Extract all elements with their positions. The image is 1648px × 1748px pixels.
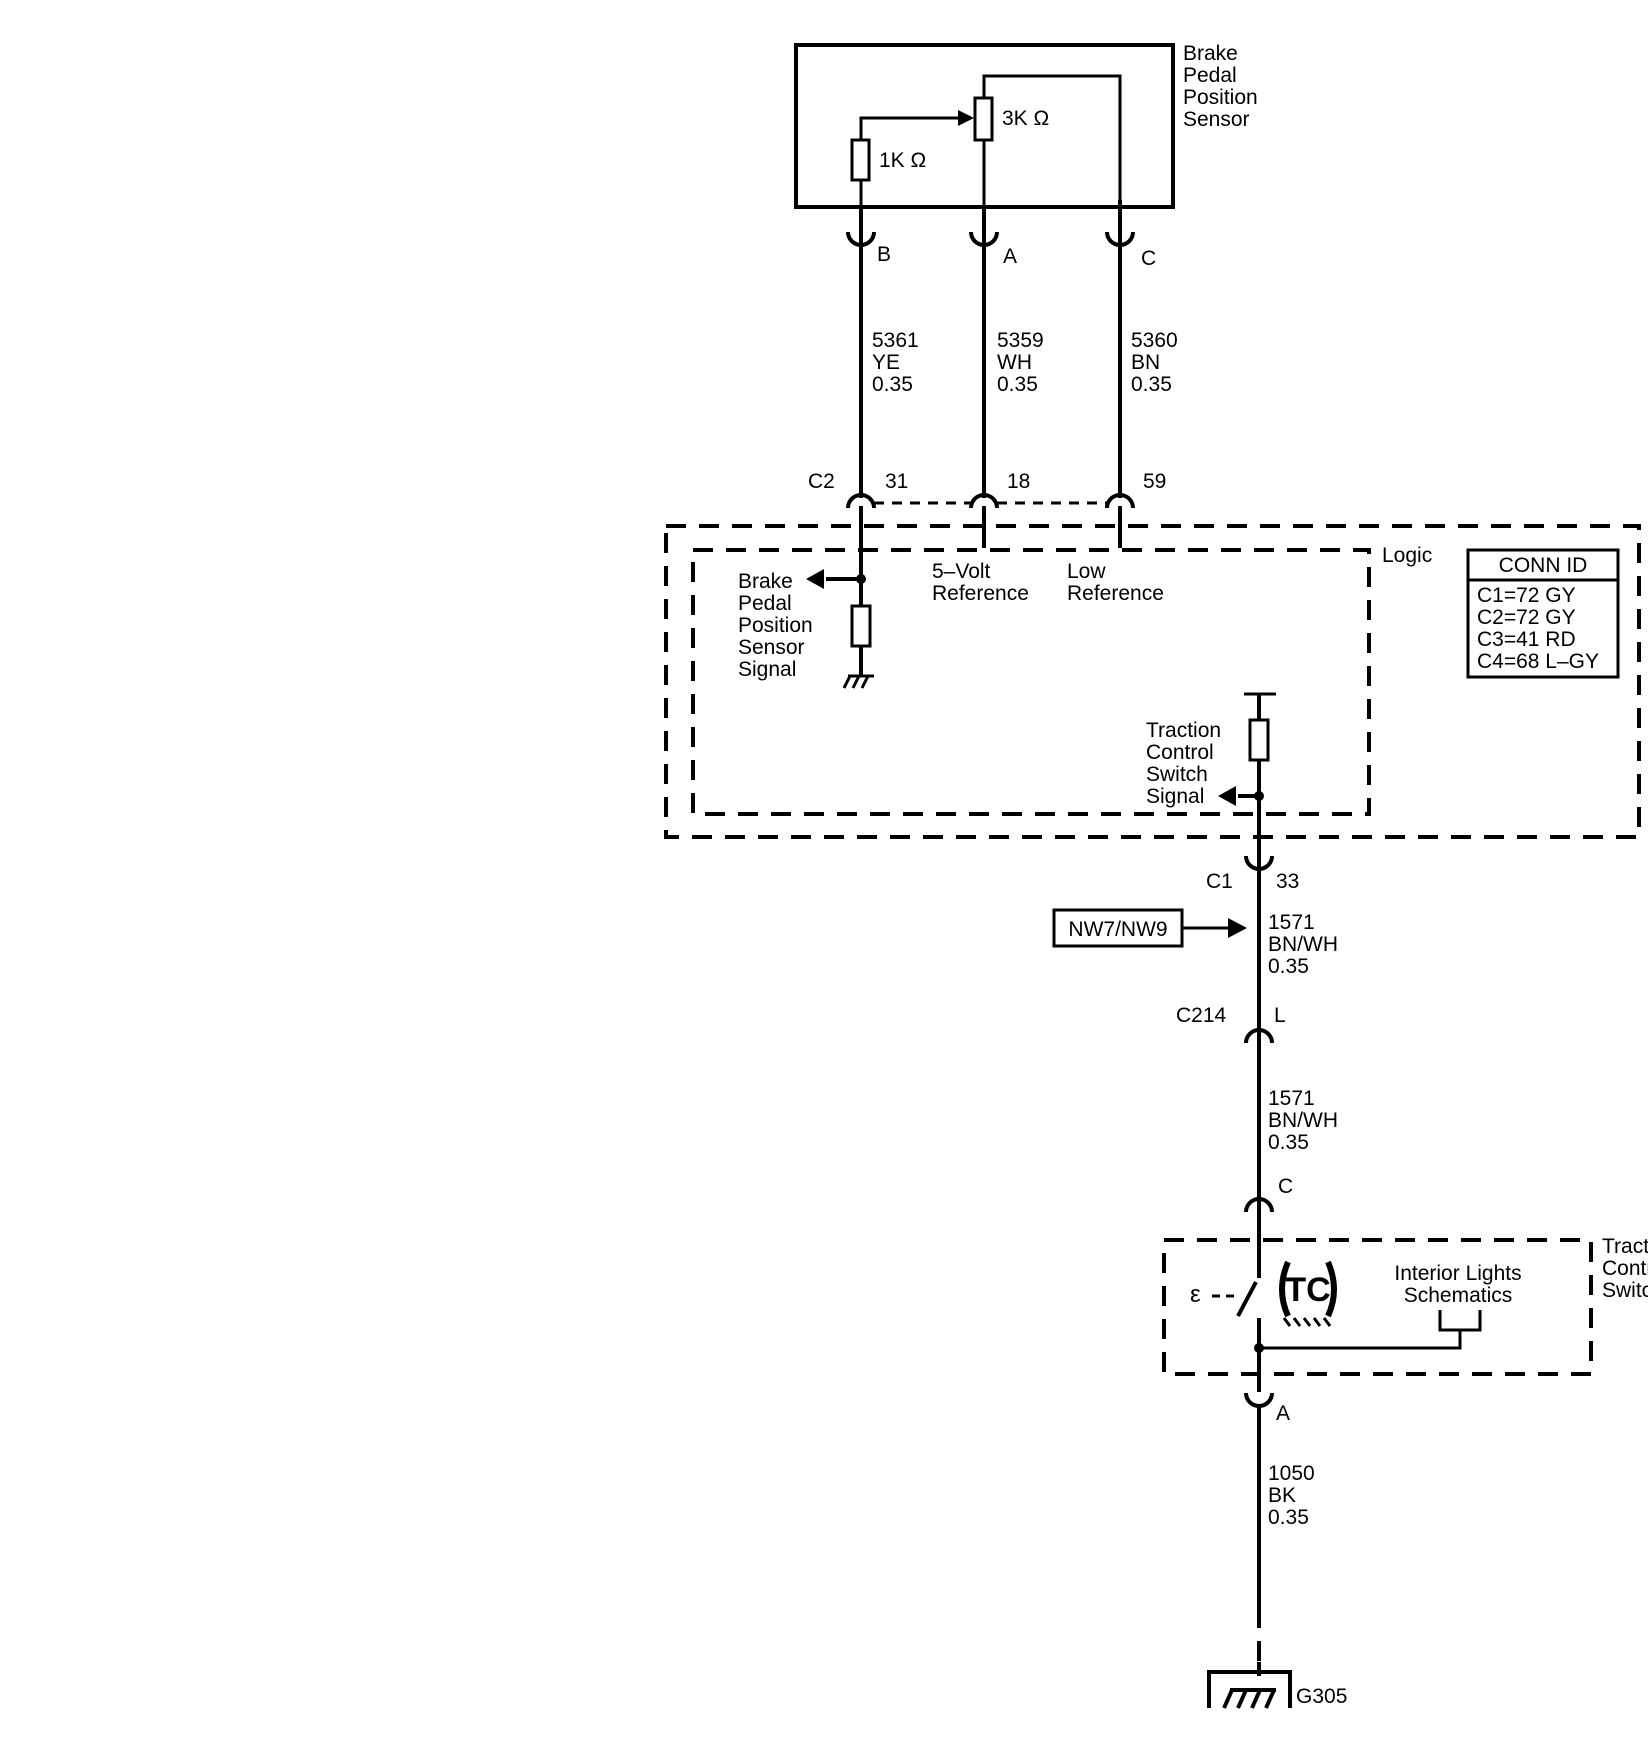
tcs-signal-line-2: Control	[1146, 741, 1214, 764]
wire-1571-b-circuit: 1571	[1268, 1087, 1315, 1110]
module-outline	[664, 524, 1641, 839]
conn-id-row-4: C4=68 L–GY	[1477, 650, 1599, 673]
wire-5360-size: 0.35	[1131, 373, 1172, 396]
low-ref-line-1: Low	[1067, 560, 1106, 583]
switch-pin-c: C	[1278, 1175, 1293, 1198]
pin-b-label: B	[877, 243, 891, 266]
wire-5359-size: 0.35	[997, 373, 1038, 396]
tc-icon: TC	[1279, 1260, 1337, 1327]
pulldown-resistor	[850, 604, 872, 648]
tc-icon-text: TC	[1285, 1271, 1330, 1309]
ref-5v-line-2: Reference	[932, 582, 1029, 605]
pin-a-label: A	[1003, 245, 1017, 268]
sensor-internal-wiring	[859, 74, 1122, 210]
interior-lights-line-2: Schematics	[1404, 1284, 1513, 1307]
option-box-label: NW7/NW9	[1068, 918, 1167, 941]
bpps-signal-line-1: Brake	[738, 570, 793, 593]
wire-1050-label: 1050 BK 0.35	[1268, 1462, 1315, 1529]
interior-lights-ref-bracket	[1438, 1310, 1482, 1332]
conn-id-table: CONN ID C1=72 GY C2=72 GY C3=41 RD C4=68…	[1466, 548, 1620, 679]
wire-5360-label: 5360 BN 0.35	[1131, 329, 1178, 396]
conn-id-row-3: C3=41 RD	[1477, 628, 1576, 651]
wire-5361-color: YE	[872, 351, 900, 374]
low-ref-line-2: Reference	[1067, 582, 1164, 605]
bpps-signal-line-4: Sensor	[738, 636, 805, 659]
sensor-name-line-3: Position	[1183, 86, 1258, 109]
wire-5361-size: 0.35	[872, 373, 913, 396]
connector-c2: C2 31 18 59	[808, 470, 1166, 530]
c2-pin-31: 31	[885, 470, 908, 493]
switch-name-line-1: Tract	[1602, 1235, 1648, 1258]
sensor-wires: 5361 YE 0.35 5359 WH 0.35 5360 BN 0.35	[859, 244, 1178, 498]
wire-1571-upper-label: 1571 BN/WH 0.35	[1268, 911, 1338, 978]
wire-5359-color: WH	[997, 351, 1032, 374]
wire-5360-color: BN	[1131, 351, 1160, 374]
switch-pin-a: A	[1276, 1402, 1290, 1425]
tcs-signal-line-4: Signal	[1146, 785, 1204, 808]
wire-1571-b-size: 0.35	[1268, 1131, 1309, 1154]
c214-pin-l: L	[1274, 1004, 1286, 1027]
c2-pin-59: 59	[1143, 470, 1166, 493]
pin-c-label: C	[1141, 247, 1156, 270]
wire-5359-label: 5359 WH 0.35	[997, 329, 1044, 396]
connector-c1: C1 33	[1206, 855, 1299, 893]
sensor-name-line-1: Brake	[1183, 42, 1238, 65]
conn-id-title: CONN ID	[1499, 554, 1588, 577]
wire-1050-size: 0.35	[1268, 1506, 1309, 1529]
tcs-signal-line-3: Switch	[1146, 763, 1208, 786]
wire-1571-lower-label: 1571 BN/WH 0.35	[1268, 1087, 1338, 1154]
resistor-3k-label: 3K Ω	[1002, 107, 1049, 130]
resistor-1k	[850, 138, 871, 182]
connector-c214-label: C214	[1176, 1004, 1227, 1027]
ref-5v-line-1: 5–Volt	[932, 560, 991, 583]
wire-5359-circuit: 5359	[997, 329, 1044, 352]
logic-ground-icon	[842, 674, 874, 689]
connector-c214: C214 L	[1176, 1004, 1286, 1052]
bpps-signal-line-3: Position	[738, 614, 813, 637]
wire-5360-circuit: 5360	[1131, 329, 1178, 352]
wire-1050-circuit: 1050	[1268, 1462, 1315, 1485]
ground-g305-icon	[1207, 1662, 1292, 1709]
wire-5361-label: 5361 YE 0.35	[872, 329, 919, 396]
resistor-3k	[973, 96, 994, 142]
resistor-1k-label: 1K Ω	[879, 149, 926, 172]
wire-1050-color: BK	[1268, 1484, 1296, 1507]
ground-g305-label: G305	[1296, 1685, 1347, 1708]
traction-control-switch: C Tract Contr Switc ε TC Interior Lights…	[1162, 1175, 1648, 1425]
c1-pin-33: 33	[1276, 870, 1299, 893]
pullup-resistor	[1248, 718, 1270, 762]
c2-pin-18: 18	[1007, 470, 1030, 493]
sensor-name-line-2: Pedal	[1183, 64, 1237, 87]
sensor-connector: B A C	[846, 207, 1156, 270]
wire-1571-a-color: BN/WH	[1268, 933, 1338, 956]
momentary-actuator-icon: ε	[1190, 1281, 1201, 1308]
connector-c2-label: C2	[808, 470, 835, 493]
conn-id-row-2: C2=72 GY	[1477, 606, 1576, 629]
switch-name-line-2: Contr	[1602, 1257, 1648, 1280]
bpps-signal-line-5: Signal	[738, 658, 796, 681]
logic-outline	[691, 548, 1371, 816]
tcs-signal-line-1: Traction	[1146, 719, 1221, 742]
logic-label: Logic	[1382, 544, 1432, 567]
switch-name-line-3: Switc	[1602, 1279, 1648, 1302]
control-module: Logic Brake Pedal Position Sensor Signal…	[664, 524, 1641, 876]
switch-name-label: Tract Contr Switc	[1602, 1235, 1648, 1302]
wire-1571-b-color: BN/WH	[1268, 1109, 1338, 1132]
bpps-signal-line-2: Pedal	[738, 592, 792, 615]
brake-pedal-position-sensor: Brake Pedal Position Sensor 1K Ω 3K Ω	[794, 42, 1258, 210]
switch-outline	[1162, 1238, 1593, 1376]
sensor-name-line-4: Sensor	[1183, 108, 1250, 131]
wire-5361-circuit: 5361	[872, 329, 919, 352]
interior-lights-line-1: Interior Lights	[1394, 1262, 1521, 1285]
wire-1571-a-size: 0.35	[1268, 955, 1309, 978]
conn-id-row-1: C1=72 GY	[1477, 584, 1576, 607]
connector-c1-label: C1	[1206, 870, 1233, 893]
option-nw7-nw9: NW7/NW9	[1052, 908, 1247, 948]
interior-lights-tap	[1259, 1330, 1462, 1350]
wire-1571-a-circuit: 1571	[1268, 911, 1315, 934]
switch-blade	[1236, 1281, 1258, 1317]
